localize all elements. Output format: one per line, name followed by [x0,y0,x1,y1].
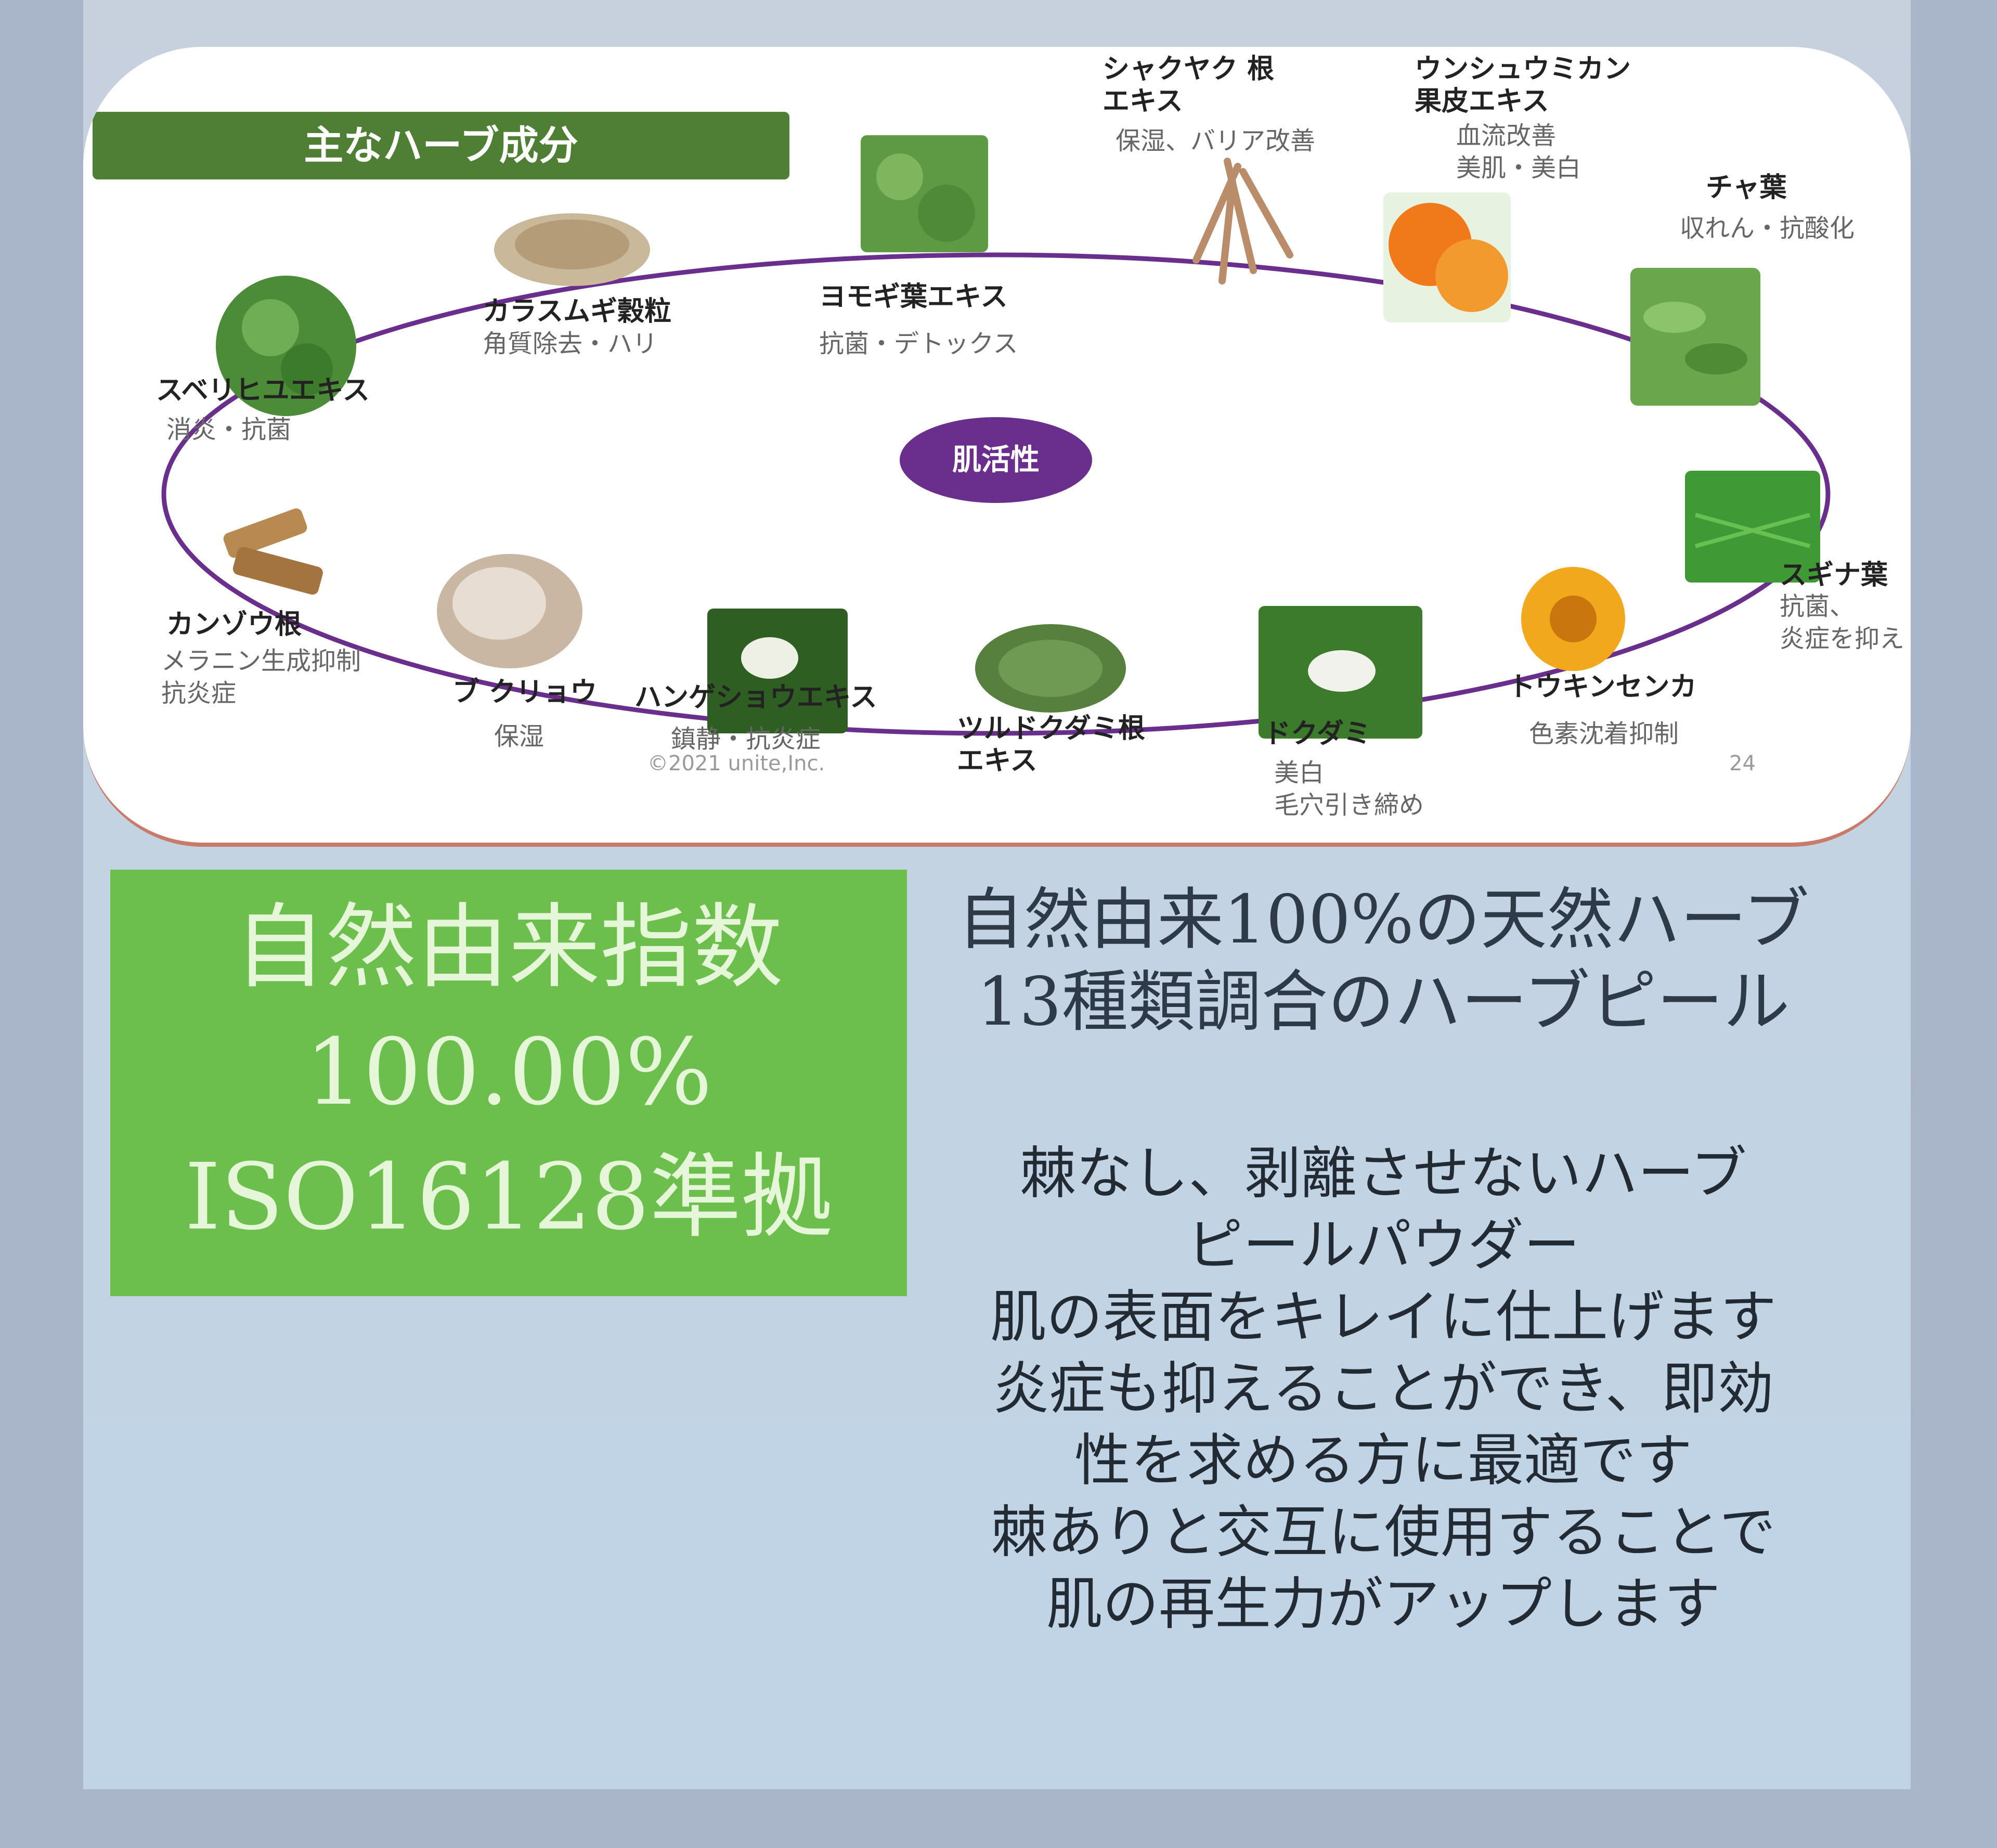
herb-effect-purslane: 消炎・抗菌 [166,415,292,444]
headline: 自然由来100%の天然ハーブ 13種類調合のハーブピール [915,879,1851,1043]
herb-name-mandarin: ウンシュウミカン 果皮エキス [1415,54,1631,117]
natural-index-label: 自然由来指数 [234,894,783,1001]
description-line: 炎症も抑えることができ、即効 [993,1356,1774,1421]
herb-diagram-card: 主なハーブ成分 肌活性 カラスムギ穀粒 角質除去・ハリ ヨモギ葉エキス 抗菌・デ… [83,47,1911,847]
herb-image-tea-leaf [1630,268,1760,406]
herb-name-purslane: スベリヒユエキス [156,375,370,406]
description-line: 肌の再生力がアップします [1046,1572,1720,1637]
herb-effect-hangesho: 鎮静・抗炎症 [671,725,821,754]
herb-image-poria [437,554,582,668]
natural-index-value: 100.00% [305,1019,712,1126]
herb-image-mandarin [1383,192,1511,322]
herb-ring [161,135,1831,739]
headline-line-1: 自然由来100%の天然ハーブ [957,881,1810,959]
herb-image-dokudami [1259,606,1422,739]
herb-image-purslane [216,276,356,416]
herb-image-fleeceflower [975,624,1126,713]
herb-name-poria: ブ クリョウ [452,677,598,708]
credit-text: ©2021 unite,Inc. [647,752,825,776]
herb-name-licorice: カンゾウ根 [166,609,302,640]
herb-name-fleeceflower: ツルドクダミ根 エキス [957,713,1145,777]
herb-effect-mugwort: 抗菌・デトックス [819,329,1018,358]
herb-effect-tea: 収れん・抗酸化 [1680,214,1855,243]
herb-effect-licorice: メラニン生成抑制 抗炎症 [161,647,361,708]
herb-image-calendula [1521,567,1625,671]
herb-name-horsetail: スギナ葉 [1780,560,1888,591]
herb-name-calendula: トウキンセンカ [1508,671,1697,703]
herb-effect-horsetail: 抗菌、 炎症を抑え [1780,592,1905,653]
description-line: 棘なし、剥離させないハーブ [1020,1141,1747,1206]
iso-compliance: ISO16128準拠 [184,1144,833,1250]
description-line: 性を求める方に最適です [1074,1428,1692,1493]
herb-image-hangesho [707,609,848,733]
page-number: 24 [1729,752,1756,776]
diagram-title: 主なハーブ成分 [93,112,789,179]
herb-name-mugwort: ヨモギ葉エキス [819,281,1008,313]
herb-effect-oat: 角質除去・ハリ [483,329,658,358]
herb-effect-peony: 保湿、バリア改善 [1116,126,1316,156]
herb-image-oat [494,213,650,286]
herb-name-hangesho: ハンゲショウエキス [634,682,877,713]
herb-effect-poria: 保湿 [494,722,544,751]
natural-index-box: 自然由来指数 100.00% ISO16128準拠 [110,870,907,1296]
description-line: 肌の表面をキレイに仕上げます [990,1285,1776,1350]
herb-image-horsetail [1685,471,1820,583]
herb-image-mugwort [861,135,988,252]
description-line: ピールパウダー [1186,1213,1580,1278]
headline-line-2: 13種類調合のハーブピール [977,963,1790,1041]
herb-name-oat: カラスムギ穀粒 [483,296,671,327]
herb-effect-dokudami: 美白 毛穴引き締め [1274,758,1424,820]
herb-name-peony: シャクヤク 根 エキス [1103,54,1275,117]
herb-image-licorice [223,508,323,595]
herb-name-tea: チャ葉 [1706,172,1787,203]
description-line: 棘ありと交互に使用することで [991,1500,1776,1565]
description: 棘なし、剥離させないハーブ ピールパウダー 肌の表面をキレイに仕上げます 炎症も… [915,1138,1851,1640]
herb-effect-mandarin: 血流改善 美肌・美白 [1456,121,1581,183]
herb-name-dokudami: ドクダミ [1264,718,1371,749]
herb-effect-calendula: 色素沈着抑制 [1529,719,1679,748]
herb-image-peony-root [1192,158,1293,285]
center-label: 肌活性 [900,417,1092,503]
